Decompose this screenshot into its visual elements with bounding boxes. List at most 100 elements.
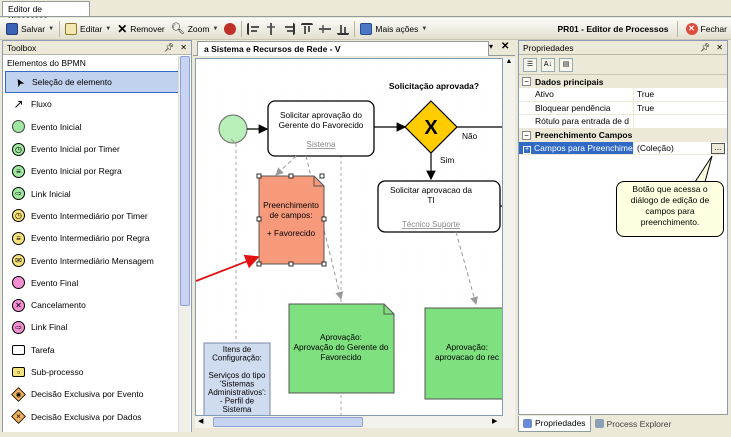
rule-intermediate-icon: ≡ <box>12 231 25 245</box>
property-pages-icon[interactable]: ▤ <box>559 57 573 72</box>
sort-alpha-icon[interactable]: A↓ <box>541 57 555 72</box>
diagram-svg: Solicitar aprovação do Gerente do Favore… <box>196 59 503 416</box>
align-top-button[interactable] <box>298 20 316 38</box>
status-bar <box>0 432 731 437</box>
toolbox-item-label: Decisão Exclusiva por Evento <box>31 389 144 400</box>
approval-it-document[interactable] <box>424 307 503 400</box>
diagram-canvas[interactable]: Solicitar aprovação do Gerente do Favore… <box>195 58 503 416</box>
toolbox-item[interactable]: Evento Inicial <box>3 116 191 138</box>
document-tab[interactable]: a Sistema e Recursos de Rede - V <box>197 41 489 56</box>
category-preenchimento-campos[interactable]: − Preenchimento Campos <box>519 128 727 142</box>
close-icon[interactable]: ✕ <box>180 43 187 52</box>
collapse-icon[interactable]: − <box>522 77 531 86</box>
zoom-button[interactable]: 🔍︎ Zoom ▼ <box>168 20 222 38</box>
window-tab[interactable]: Editor de Processos <box>2 1 90 24</box>
cancel-icon: ✕ <box>12 298 25 312</box>
scroll-right-icon[interactable]: ▶ <box>492 418 498 425</box>
save-label: Salvar <box>21 23 46 34</box>
edit-button[interactable]: Editar ▼ <box>62 20 114 38</box>
document-fold <box>313 176 324 187</box>
start-event-icon <box>12 120 25 134</box>
toolbox-item[interactable]: ➤ Seleção de elemento <box>5 71 189 94</box>
toolbox-item-label: Evento Inicial por Regra <box>31 166 122 177</box>
tab-divider <box>0 16 731 17</box>
categorized-icon[interactable]: ☰ <box>523 57 537 72</box>
configuration-note[interactable] <box>203 342 271 416</box>
note-line: Configuração: <box>212 354 262 363</box>
toolbox-item[interactable]: Tarefa <box>3 339 191 361</box>
close-icon[interactable]: ✕ <box>716 43 723 52</box>
tab-process-explorer[interactable]: Process Explorer <box>591 416 676 432</box>
properties-icon <box>523 418 532 428</box>
form-line2: de campos: <box>270 210 313 220</box>
toolbox-item-label: Evento Final <box>31 277 79 288</box>
toolbox-item[interactable]: ◷Evento Intermediário por Timer <box>3 205 191 227</box>
align-middle-button[interactable] <box>316 20 334 38</box>
approval-manager-document[interactable] <box>288 303 395 394</box>
align-center-button[interactable] <box>262 20 280 38</box>
toolbar-separator <box>59 20 61 37</box>
debug-button[interactable] <box>221 20 239 38</box>
align-right-button[interactable] <box>280 20 298 38</box>
scroll-up-icon[interactable]: ▲ <box>505 58 513 65</box>
start-event[interactable] <box>218 114 248 144</box>
category-label: Preenchimento Campos <box>535 130 633 140</box>
tab-properties[interactable]: Propriedades <box>518 415 591 432</box>
toolbox-item-label: Seleção de elemento <box>32 77 112 88</box>
category-dados-principais[interactable]: − Dados principais <box>519 75 727 88</box>
zoom-label: Zoom <box>187 23 210 34</box>
property-value: (Coleção) <box>637 142 674 153</box>
canvas-vertical-scrollbar[interactable]: ▲ <box>503 58 515 416</box>
toolbox-scrollbar[interactable] <box>178 56 190 434</box>
close-button[interactable]: ✕ Fechar <box>685 23 727 35</box>
collapse-icon[interactable]: − <box>522 130 531 140</box>
toolbox-item[interactable]: ↗Fluxo <box>3 93 191 115</box>
property-row[interactable]: Rótulo para entrada de d <box>519 115 727 129</box>
toolbox-item[interactable]: ⇨Link Inicial <box>3 182 191 204</box>
form-line3: + Favorecido <box>267 228 316 238</box>
task2-performer: Técnico Suporte <box>402 220 461 229</box>
property-value <box>634 115 727 128</box>
property-row-campos[interactable]: +Campos para Preenchime (Coleção) ... <box>519 141 727 155</box>
callout-tooltip: Botão que acessa o diálogo de edição de … <box>616 181 724 237</box>
toolbox-item[interactable]: ✕Cancelamento <box>3 294 191 316</box>
properties-header: Propriedades 📌︎✕ <box>519 41 727 55</box>
close-icon[interactable]: ✕ <box>501 41 510 52</box>
task-request-manager-approval[interactable] <box>267 100 375 157</box>
align-middle-icon <box>319 22 332 35</box>
toolbox-item[interactable]: ◷Evento Inicial por Timer <box>3 138 191 160</box>
toolbox-scroll-thumb[interactable] <box>180 56 190 306</box>
horizontal-scroll-thumb[interactable] <box>213 417 363 427</box>
toolbox-panel: Toolbox 📌︎✕ Elementos do BPMN ➤Seleção d… <box>2 40 192 437</box>
toolbox-item[interactable]: Evento Final <box>3 272 191 294</box>
approval2-line2: aprovacao do rec <box>435 352 499 362</box>
scroll-left-icon[interactable]: ◀ <box>198 418 204 425</box>
align-bottom-button[interactable] <box>334 20 352 38</box>
toolbox-item[interactable]: ◉Decisão Exclusiva por Evento <box>3 383 191 405</box>
expand-icon[interactable]: + <box>523 145 531 154</box>
canvas-horizontal-scrollbar[interactable]: ◀ ▶ <box>195 416 515 428</box>
remove-button[interactable]: ✕ Remover <box>114 20 168 38</box>
pin-icon[interactable]: 📌︎ <box>164 43 175 52</box>
collection-editor-button[interactable]: ... <box>711 142 725 154</box>
toolbox-item[interactable]: ≡Evento Inicial por Regra <box>3 160 191 182</box>
toolbox-item[interactable]: ≡Evento Intermediário por Regra <box>3 227 191 249</box>
toolbox-item[interactable]: ✉Evento Intermediário Mensagem <box>3 249 191 271</box>
approval1-line1: Aprovação: <box>320 332 362 342</box>
pin-icon[interactable]: 📌︎ <box>700 43 711 52</box>
toolbox-item[interactable]: ✕Decisão Exclusiva por Dados <box>3 405 191 427</box>
cursor-icon: ➤ <box>12 74 28 89</box>
toolbox-item[interactable]: ▫Sub-processo <box>3 361 191 383</box>
toolbox-item[interactable]: ⇨Link Final <box>3 316 191 338</box>
more-actions-button[interactable]: Mais ações ▼ <box>357 20 430 38</box>
align-left-button[interactable] <box>244 20 262 38</box>
timer-intermediate-icon: ◷ <box>12 209 25 223</box>
save-button[interactable]: Salvar ▼ <box>3 20 57 38</box>
tab-label: Process Explorer <box>606 418 672 429</box>
toolbox-group-title: Elementos do BPMN <box>7 58 86 68</box>
form-fill-document[interactable] <box>258 175 325 265</box>
more-actions-label: Mais ações <box>375 23 419 34</box>
tab-menu-icon[interactable]: ▾ <box>489 42 494 51</box>
